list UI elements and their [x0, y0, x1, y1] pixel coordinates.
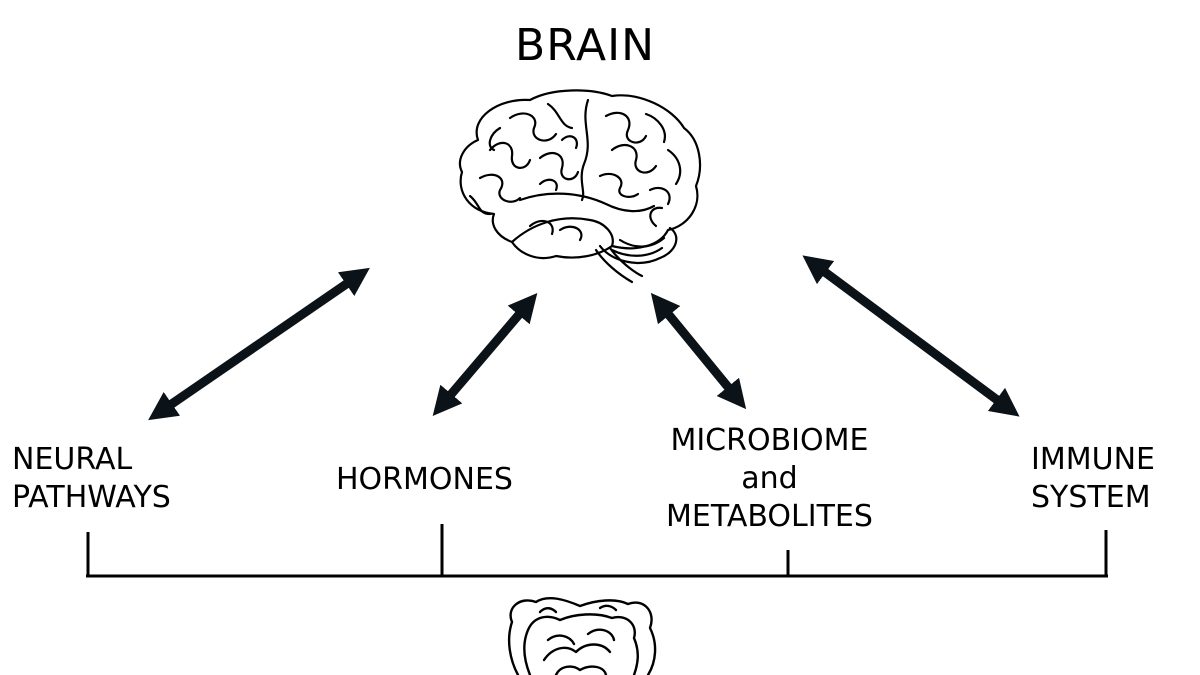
diagram-title: BRAIN — [515, 20, 655, 71]
node-microbiome-and-metabolites: MICROBIOME and METABOLITES — [666, 422, 873, 536]
node-label-line: and — [741, 461, 798, 496]
node-immune-system: IMMUNE SYSTEM — [1031, 441, 1155, 517]
arrows — [148, 255, 1020, 421]
arrow-brain-neural-pathways — [148, 267, 370, 421]
node-hormones: HORMONES — [336, 461, 513, 499]
brain-illustration-icon — [458, 89, 702, 284]
node-label-line: MICROBIOME — [670, 423, 869, 458]
pathway-bracket — [86, 524, 1108, 578]
arrow-brain-microbiome — [650, 292, 747, 410]
node-label-line: IMMUNE — [1031, 442, 1155, 477]
arrow-brain-hormones — [432, 293, 538, 416]
node-label-line: NEURAL — [12, 442, 133, 477]
node-neural-pathways: NEURAL PATHWAYS — [12, 441, 171, 517]
node-label-line: METABOLITES — [666, 499, 873, 534]
node-label-line: SYSTEM — [1031, 480, 1151, 515]
arrow-brain-immune-system — [802, 255, 1020, 417]
intestines-illustration-icon — [507, 596, 657, 675]
node-label-line: HORMONES — [336, 462, 513, 497]
node-label-line: PATHWAYS — [12, 480, 171, 515]
